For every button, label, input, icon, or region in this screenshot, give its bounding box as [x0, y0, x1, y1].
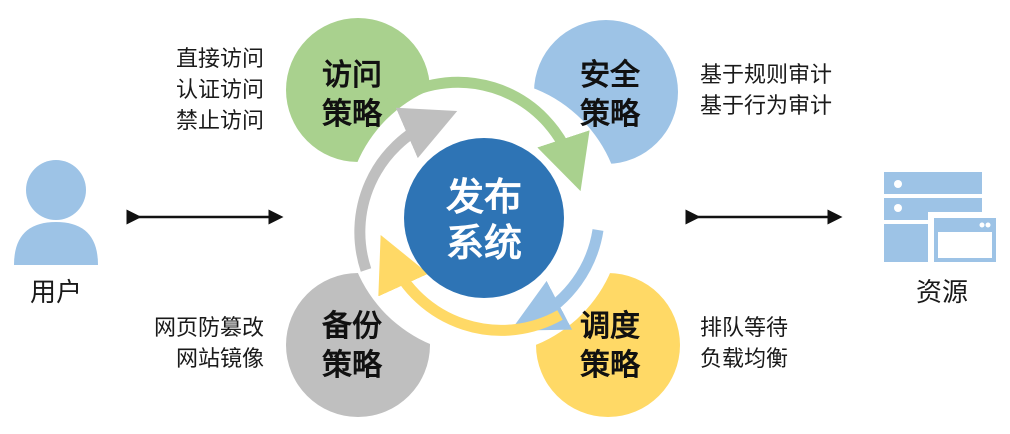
schedule-descriptions: 排队等待 负载均衡 [700, 313, 840, 375]
access-title-line2: 策略 [322, 97, 383, 132]
resource-icon [884, 172, 1002, 266]
access-descriptions: 直接访问 认证访问 禁止访问 [140, 44, 264, 137]
backup-desc-1: 网页防篡改 [153, 316, 264, 341]
backup-title-line2: 策略 [322, 348, 383, 383]
resource-label: 资源 [915, 278, 968, 308]
center-circle [404, 138, 564, 298]
security-title-line1: 安全 [580, 58, 641, 93]
security-desc-1: 基于规则审计 [700, 63, 833, 88]
center-title-line1: 发布 [446, 175, 522, 219]
backup-descriptions: 网页防篡改 网站镜像 [110, 313, 264, 375]
schedule-desc-1: 排队等待 [700, 316, 789, 341]
arrow-backup-to-access [354, 107, 458, 272]
user-icon [14, 160, 98, 265]
user-label: 用户 [29, 278, 82, 308]
arrow-schedule-to-backup [378, 234, 563, 336]
schedule-title-line1: 调度 [580, 309, 640, 344]
access-desc-1: 直接访问 [175, 47, 264, 72]
security-descriptions: 基于规则审计 基于行为审计 [700, 60, 870, 122]
backup-title-line1: 备份 [322, 309, 382, 344]
arrow-security-to-schedule [510, 229, 604, 331]
access-title-line1: 访问 [322, 58, 382, 93]
access-desc-2: 认证访问 [175, 78, 264, 103]
access-desc-3: 禁止访问 [175, 109, 264, 134]
center-title-line2: 系统 [446, 221, 522, 265]
security-desc-2: 基于行为审计 [700, 94, 833, 119]
arrow-access-to-security [381, 76, 590, 192]
backup-desc-2: 网站镜像 [175, 347, 264, 372]
schedule-desc-2: 负载均衡 [700, 347, 789, 372]
security-title-line2: 策略 [580, 97, 641, 132]
schedule-title-line2: 策略 [580, 348, 641, 383]
